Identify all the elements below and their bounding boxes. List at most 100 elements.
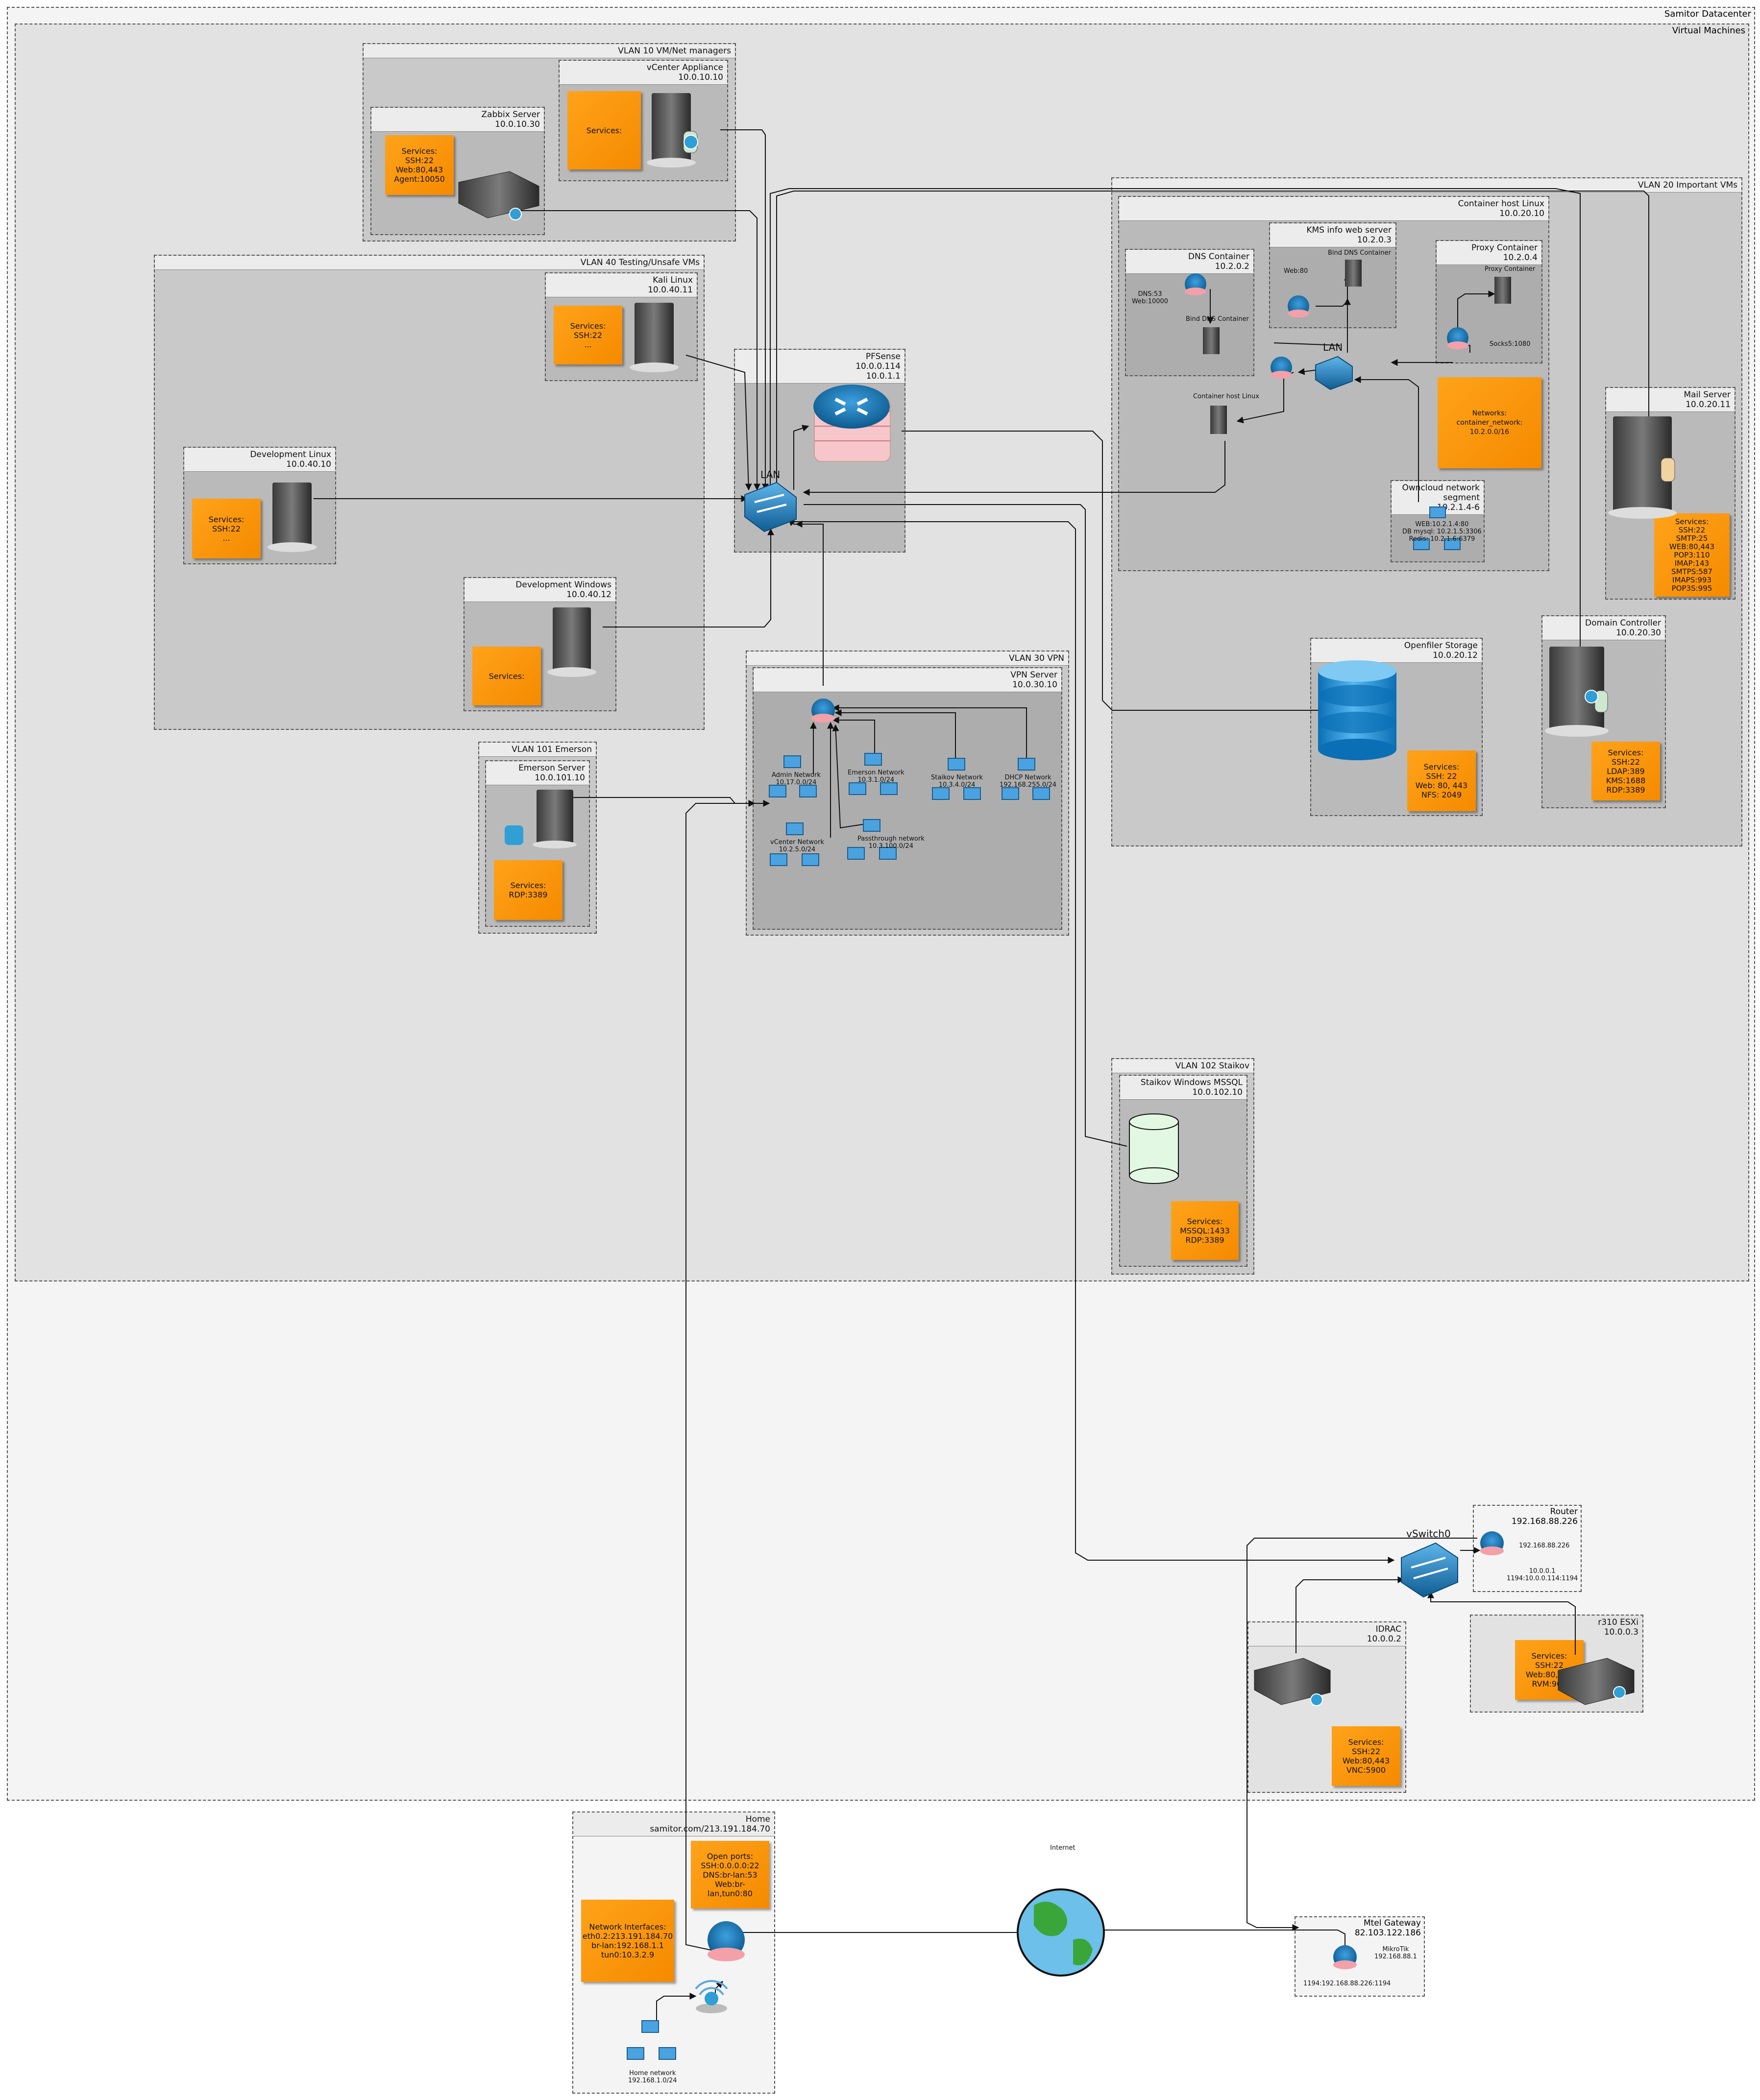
home-interfaces-note: Network Interfaces: eth0.2:213.191.184.7… (581, 1900, 674, 1982)
pfsense-ip1: 10.0.0.114 (856, 362, 901, 371)
idrac-ip: 10.0.0.2 (1367, 1634, 1401, 1644)
openfiler-ip: 10.0.20.12 (1433, 651, 1478, 660)
kms-bind-label: Bind DNS Container (1328, 249, 1391, 257)
container-router-icon (1271, 357, 1292, 379)
internet-label: Internet (1050, 1844, 1076, 1852)
pfsense-name: PFSense (865, 352, 901, 362)
devwin-server-icon (547, 607, 596, 677)
vms-title: Virtual Machines (1672, 25, 1745, 36)
openfiler-services-note: Services: SSH: 22 Web: 80, 443 NFS: 2049 (1407, 750, 1476, 811)
container-networks-note: Networks: container_network: 10.2.0.0/16 (1438, 377, 1541, 468)
dns-name: DNS Container (1188, 252, 1249, 262)
kms-bind-server-icon (1345, 260, 1362, 287)
proxy-ports-label: Socks5:1080 (1490, 340, 1531, 348)
proxy-ip: 10.2.0.4 (1503, 253, 1538, 263)
dns-ports-label: DNS:53 Web:10000 (1132, 290, 1169, 305)
mtel-forward-label: 1194:192.168.88.226:1194 (1303, 1980, 1391, 1987)
dc-ip: 10.0.20.30 (1616, 628, 1661, 638)
vpn-net-admin-label: Admin Network 10.17.0.0/24 (772, 772, 821, 786)
devwin-name: Development Windows (515, 580, 611, 590)
owncloud-name: Owncloud network segment (1402, 483, 1480, 503)
emerson-ip: 10.0.101.10 (535, 773, 585, 783)
zabbix-ip: 10.0.10.30 (495, 120, 540, 129)
vpn-router-icon (811, 699, 835, 723)
internet-globe-icon (1017, 1888, 1105, 1977)
mtel-name: Mtel Gateway (1363, 1918, 1421, 1928)
home-network-label: Home network 192.168.1.0/24 (628, 2070, 677, 2084)
vpn-net-passthrough-label: Passthrough network 10.3.100.0/24 (857, 835, 925, 850)
devlinux-server-icon (268, 483, 317, 552)
zabbix-name: Zabbix Server (481, 110, 540, 120)
idrac-name: IDRAC (1375, 1624, 1401, 1634)
devlinux-services-note: Services: SSH:22 ... (192, 499, 261, 558)
pfsense-lan-switch-icon (744, 482, 797, 532)
home-name: Home (745, 1814, 770, 1824)
devwin-ip: 10.0.40.12 (566, 590, 611, 600)
vcenter-name: vCenter Appliance (646, 63, 723, 72)
mail-server-icon (1608, 416, 1677, 519)
home-router-icon (708, 1921, 745, 1961)
home-wifi-icon (695, 1980, 728, 2013)
staikov-name: Staikov Windows MSSQL (1140, 1078, 1243, 1087)
proxy-server-icon (1494, 277, 1511, 304)
kms-ip: 10.2.0.3 (1357, 235, 1392, 245)
vlan10-header: VLAN 10 VM/Net managers (364, 44, 735, 58)
dc-server-icon (1545, 647, 1609, 737)
owncloud-ports-label: WEB:10.2.1.4:80 DB mysql: 10.2.1.5:3306 … (1402, 521, 1482, 543)
mtel-router-icon (1333, 1945, 1357, 1969)
datacenter-title: Samitor Datacenter (1664, 9, 1751, 19)
pfsense-ip2: 10.0.1.1 (866, 371, 901, 381)
emerson-services-note: Services: RDP:3389 (494, 860, 562, 920)
zabbix-server-icon (458, 171, 539, 220)
vlan102-header: VLAN 102 Staikov (1112, 1059, 1253, 1073)
openfiler-name: Openfiler Storage (1404, 641, 1478, 651)
proxy-name: Proxy Container (1471, 243, 1538, 253)
router-device-icon (1480, 1531, 1504, 1555)
vlan20-header: VLAN 20 Important VMs (1112, 178, 1741, 193)
mtel-ip: 82.103.122.186 (1354, 1928, 1421, 1938)
router-ip: 192.168.88.226 (1511, 1517, 1578, 1526)
staikov-ip: 10.0.102.10 (1192, 1087, 1243, 1097)
vpn-net-dhcp-label: DHCP Network 192.168.255.0/24 (1000, 774, 1057, 789)
vcenter-services-note: Services: (567, 91, 641, 169)
kali-name: Kali Linux (653, 275, 693, 285)
vcenter-server-icon (647, 93, 698, 168)
zabbix-services-note: Services: SSH:22 Web:80,443 Agent:10050 (385, 135, 454, 195)
r310-ip: 10.0.0.3 (1604, 1627, 1638, 1637)
dc-name: Domain Controller (1585, 618, 1661, 628)
vlan101-header: VLAN 101 Emerson (479, 743, 596, 757)
kali-ip: 10.0.40.11 (648, 285, 693, 295)
kali-server-icon (630, 303, 679, 372)
vswitch0-icon (1401, 1542, 1458, 1598)
container-lan-switch-icon (1315, 356, 1353, 390)
vlan30-header: VLAN 30 VPN (747, 652, 1068, 666)
mail-name: Mail Server (1684, 390, 1731, 400)
dns-ip: 10.2.0.2 (1215, 262, 1249, 271)
pfsense-firewall-icon (813, 385, 891, 462)
dc-services-note: Services: SSH:22 LDAP:389 KMS:1688 RDP:3… (1591, 742, 1660, 800)
dns-bind-label: Bind DNS Container (1186, 315, 1249, 323)
kms-ports-label: Web:80 (1284, 267, 1308, 275)
container-host-name: Container host Linux (1458, 199, 1544, 209)
devlinux-ip: 10.0.40.10 (286, 459, 331, 469)
network-monitors (627, 507, 1461, 2060)
vlan40-header: VLAN 40 Testing/Unsafe VMs (155, 256, 704, 270)
mail-ip: 10.0.20.11 (1686, 400, 1731, 410)
openfiler-database-icon (1318, 660, 1396, 760)
vpn-net-staikov-label: Staikov Network 10.3.4.0/24 (931, 774, 983, 789)
container-host-ip: 10.0.20.10 (1499, 209, 1544, 218)
router-name: Router (1550, 1507, 1578, 1517)
vpn-name: VPN Server (1010, 670, 1057, 680)
mail-services-note: Services: SSH:22 SMTP:25 WEB:80,443 POP3… (1654, 513, 1730, 597)
devwin-services-note: Services: (472, 647, 541, 705)
idrac-server-icon (1254, 1658, 1331, 1706)
proxy-router-icon (1447, 327, 1468, 349)
kms-router-icon (1288, 295, 1309, 317)
home-open-ports-note: Open ports: SSH:0.0.0.0:22 DNS:br-lan:53… (691, 1841, 769, 1908)
dns-bind-server-icon (1203, 327, 1220, 354)
